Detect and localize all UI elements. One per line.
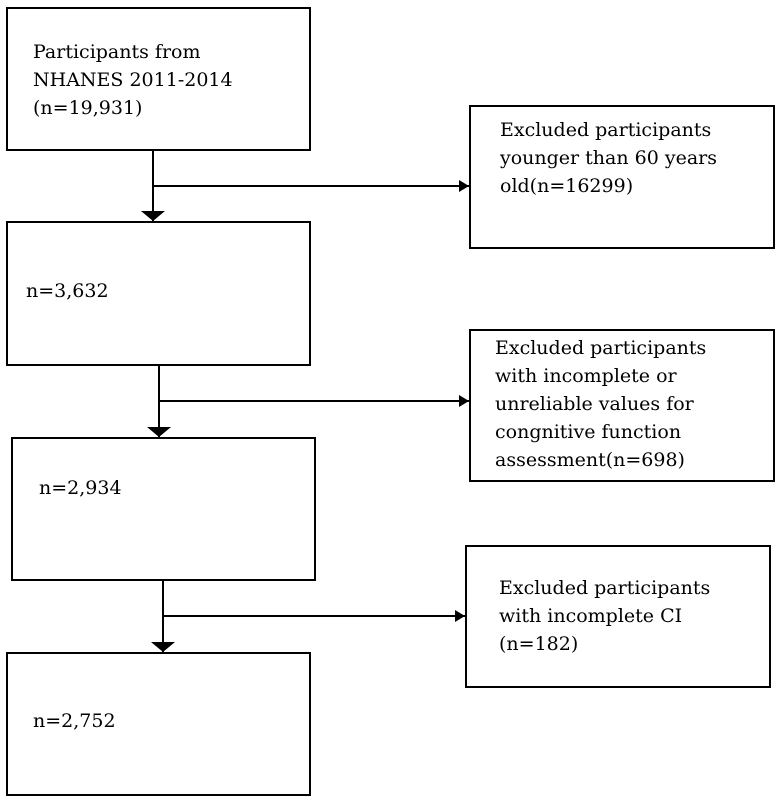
- text-line: NHANES 2011-2014: [33, 69, 233, 91]
- text-line: (n=19,931): [33, 97, 143, 119]
- text-line: with incomplete or: [495, 365, 677, 387]
- text-line: n=3,632: [26, 280, 109, 302]
- text-line: with incomplete CI: [499, 605, 683, 627]
- main-box-3: [11, 437, 316, 581]
- text-line: (n=182): [499, 633, 579, 655]
- text-line: Excluded participants: [495, 337, 707, 359]
- main-box-3-text: n=2,934: [39, 474, 122, 502]
- exclusion-box-2-text: Excluded participants with incomplete or…: [495, 334, 706, 474]
- main-box-2: [6, 221, 311, 366]
- main-box-1: [6, 7, 311, 151]
- exclusion-box-3: [465, 545, 771, 688]
- exclusion-box-2: [469, 329, 775, 482]
- text-line: n=2,934: [39, 477, 122, 499]
- main-box-2-text: n=3,632: [26, 277, 109, 305]
- main-box-4: [6, 652, 311, 796]
- exclusion-box-1-text: Excluded participants younger than 60 ye…: [500, 116, 717, 200]
- text-line: congnitive function: [495, 421, 682, 443]
- text-line: younger than 60 years: [500, 147, 718, 169]
- exclusion-box-1: [469, 105, 775, 249]
- text-line: unreliable values for: [495, 393, 694, 415]
- text-line: n=2,752: [33, 710, 116, 732]
- text-line: assessment(n=698): [495, 449, 685, 471]
- text-line: Participants from: [33, 41, 201, 63]
- text-line: Excluded participants: [500, 119, 712, 141]
- main-box-4-text: n=2,752: [33, 707, 116, 735]
- main-box-1-text: Participants from NHANES 2011-2014 (n=19…: [33, 38, 233, 122]
- exclusion-box-3-text: Excluded participants with incomplete CI…: [499, 574, 710, 658]
- text-line: Excluded participants: [499, 577, 711, 599]
- text-line: old(n=16299): [500, 175, 634, 197]
